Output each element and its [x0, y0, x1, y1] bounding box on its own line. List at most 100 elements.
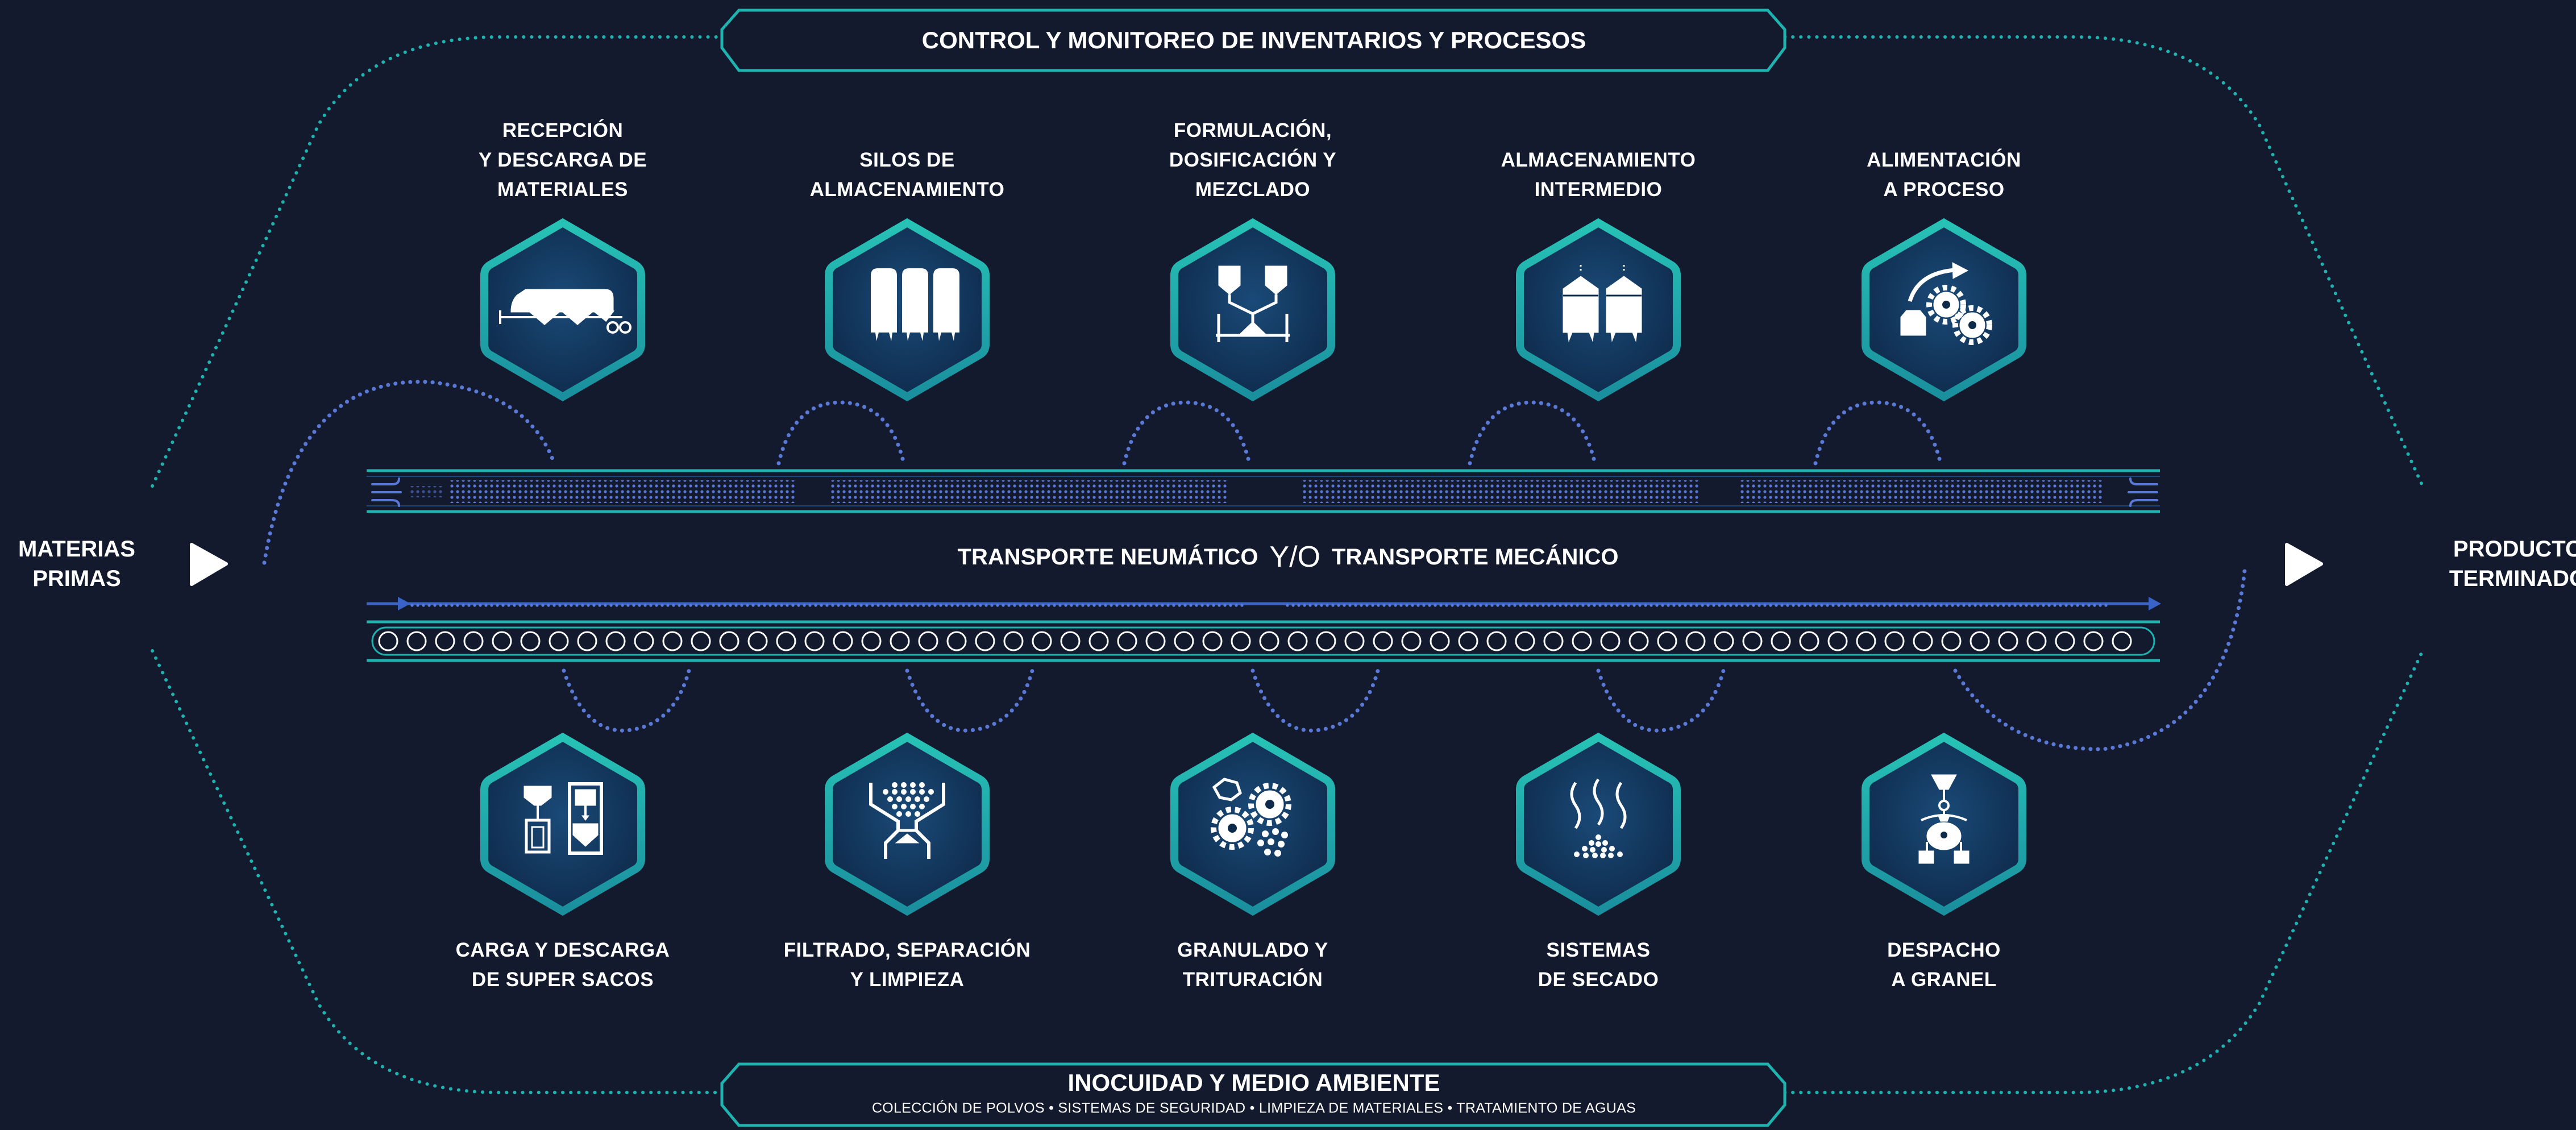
step-drying	[1513, 730, 1684, 918]
drying-icon	[1570, 778, 1627, 858]
conveyor-roller	[1145, 631, 1166, 651]
conveyor-roller	[918, 631, 938, 651]
step-process-feed	[1859, 216, 2029, 404]
conveyor-roller	[2083, 631, 2104, 651]
step-bulk-dispatch	[1859, 730, 2029, 918]
wind-icon-right	[2128, 477, 2158, 507]
conveyor-roller	[1117, 631, 1137, 651]
conveyor-roller	[2026, 631, 2047, 651]
conveyor-roller	[946, 631, 967, 651]
conveyor-roller	[1572, 631, 1592, 651]
bulk-dispatch-icon	[1918, 774, 1970, 864]
step-intermediate-storage	[1513, 216, 1684, 404]
conveyor-roller	[1714, 631, 1734, 651]
conveyor-roller	[1174, 631, 1194, 651]
process-gears-icon	[1900, 262, 1992, 345]
conveyor-roller	[520, 631, 541, 651]
conveyor-roller	[833, 631, 853, 651]
conveyor-roller	[577, 631, 597, 651]
conveyor-roller	[691, 631, 711, 651]
mixing-icon	[1216, 265, 1290, 342]
conveyor-roller	[1998, 631, 2018, 651]
bottom-banner-title: INOCUIDAD Y MEDIO AMBIENTE	[1067, 1069, 1440, 1096]
transport-pneumatic: TRANSPORTE NEUMÁTICO	[957, 544, 1258, 570]
conveyor-roller	[1771, 631, 1791, 651]
step-silos	[822, 216, 992, 404]
conveyor-roller	[1685, 631, 1706, 651]
conveyor-roller	[1373, 631, 1393, 651]
top-banner-title: CONTROL Y MONITOREO DE INVENTARIOS Y PRO…	[921, 27, 1586, 53]
conveyor-roller	[719, 631, 739, 651]
transport-mechanical: TRANSPORTE MECÁNICO	[1332, 544, 1619, 570]
conveyor-roller	[747, 631, 768, 651]
step-super-sacks	[477, 730, 648, 918]
conveyor-roller	[1657, 631, 1677, 651]
output-label: PRODUCTO TERMINADO	[2449, 537, 2576, 591]
conveyor-roller	[2055, 631, 2075, 651]
step-formulation	[1167, 216, 1338, 404]
conveyor-roller	[1486, 631, 1507, 651]
conveyor-roller	[1941, 631, 1962, 651]
conveyor-roller	[435, 631, 455, 651]
bottom-banner-subtitle: COLECCIÓN DE POLVOS • SISTEMAS DE SEGURI…	[871, 1100, 1636, 1116]
conveyor-roller	[1259, 631, 1279, 651]
conveyor-roller	[1515, 631, 1535, 651]
output-arrow	[2285, 543, 2323, 586]
conveyor-roller	[1401, 631, 1422, 651]
step-label-intermediate-storage: ALMACENAMIENTO INTERMEDIO	[1501, 149, 1696, 201]
conveyor-roller	[890, 631, 910, 651]
conveyor-roller	[1316, 631, 1336, 651]
conveyor-roller	[975, 631, 995, 651]
top-banner-frame	[720, 9, 1786, 72]
conveyor-roller	[406, 631, 427, 651]
intermediate-silos-icon	[1563, 265, 1642, 342]
connector-arcs	[262, 380, 2247, 751]
outer-frame	[151, 35, 2424, 1094]
conveyor-roller	[1543, 631, 1564, 651]
conveyor-roller	[1003, 631, 1024, 651]
conveyor-roller	[1231, 631, 1251, 651]
conveyor-roller	[1827, 631, 1848, 651]
conveyor-roller	[1458, 631, 1478, 651]
conveyor-roller	[1742, 631, 1763, 651]
conveyor-roller	[1856, 631, 1876, 651]
conveyor-roller	[1913, 631, 1933, 651]
input-arrow	[190, 543, 228, 586]
conveyor-roller	[861, 631, 882, 651]
conveyor-roller	[804, 631, 825, 651]
crusher-gears-icon	[1211, 778, 1291, 857]
conveyor-roller	[776, 631, 796, 651]
conveyor-roller	[1060, 631, 1081, 651]
step-label-process-feed: ALIMENTACIÓN A PROCESO	[1867, 149, 2021, 201]
conveyor-roller	[1430, 631, 1450, 651]
filter-icon	[869, 782, 945, 859]
step-filtering	[822, 730, 992, 918]
step-label-formulation: FORMULACIÓN, DOSIFICACIÓN Y MEZCLADO	[1169, 119, 1337, 201]
step-label-super-sacks: CARGA Y DESCARGA DE SUPER SACOS	[455, 939, 670, 991]
conveyor-roller	[378, 631, 398, 651]
step-label-silos: SILOS DE ALMACENAMIENTO	[809, 149, 1005, 201]
conveyor-roller	[2112, 631, 2132, 651]
conveyor-roller	[1032, 631, 1052, 651]
step-label-bulk-dispatch: DESPACHO A GRANEL	[1887, 939, 2001, 991]
conveyor-roller	[1088, 631, 1109, 651]
step-reception	[477, 216, 648, 404]
super-sacks-icon	[523, 782, 603, 855]
conveyor-roller	[549, 631, 569, 651]
mechanical-conveyor	[367, 597, 2161, 662]
conveyor-roller	[1287, 631, 1308, 651]
conveyor-roller	[605, 631, 626, 651]
conveyor-roller	[1600, 631, 1621, 651]
step-label-granulating: GRANULADO Y TRITURACIÓN	[1177, 939, 1328, 991]
bottom-banner-frame	[720, 1062, 1786, 1127]
conveyor-roller	[1799, 631, 1819, 651]
truck-hopper-icon	[499, 289, 631, 334]
conveyor-roller	[492, 631, 512, 651]
pneumatic-conveyor	[367, 469, 2160, 513]
conveyor-roller	[1970, 631, 1990, 651]
step-label-filtering: FILTRADO, SEPARACIÓN Y LIMPIEZA	[783, 939, 1031, 991]
conveyor-roller	[662, 631, 683, 651]
step-label-reception: RECEPCIÓN Y DESCARGA DE MATERIALES	[478, 119, 647, 201]
